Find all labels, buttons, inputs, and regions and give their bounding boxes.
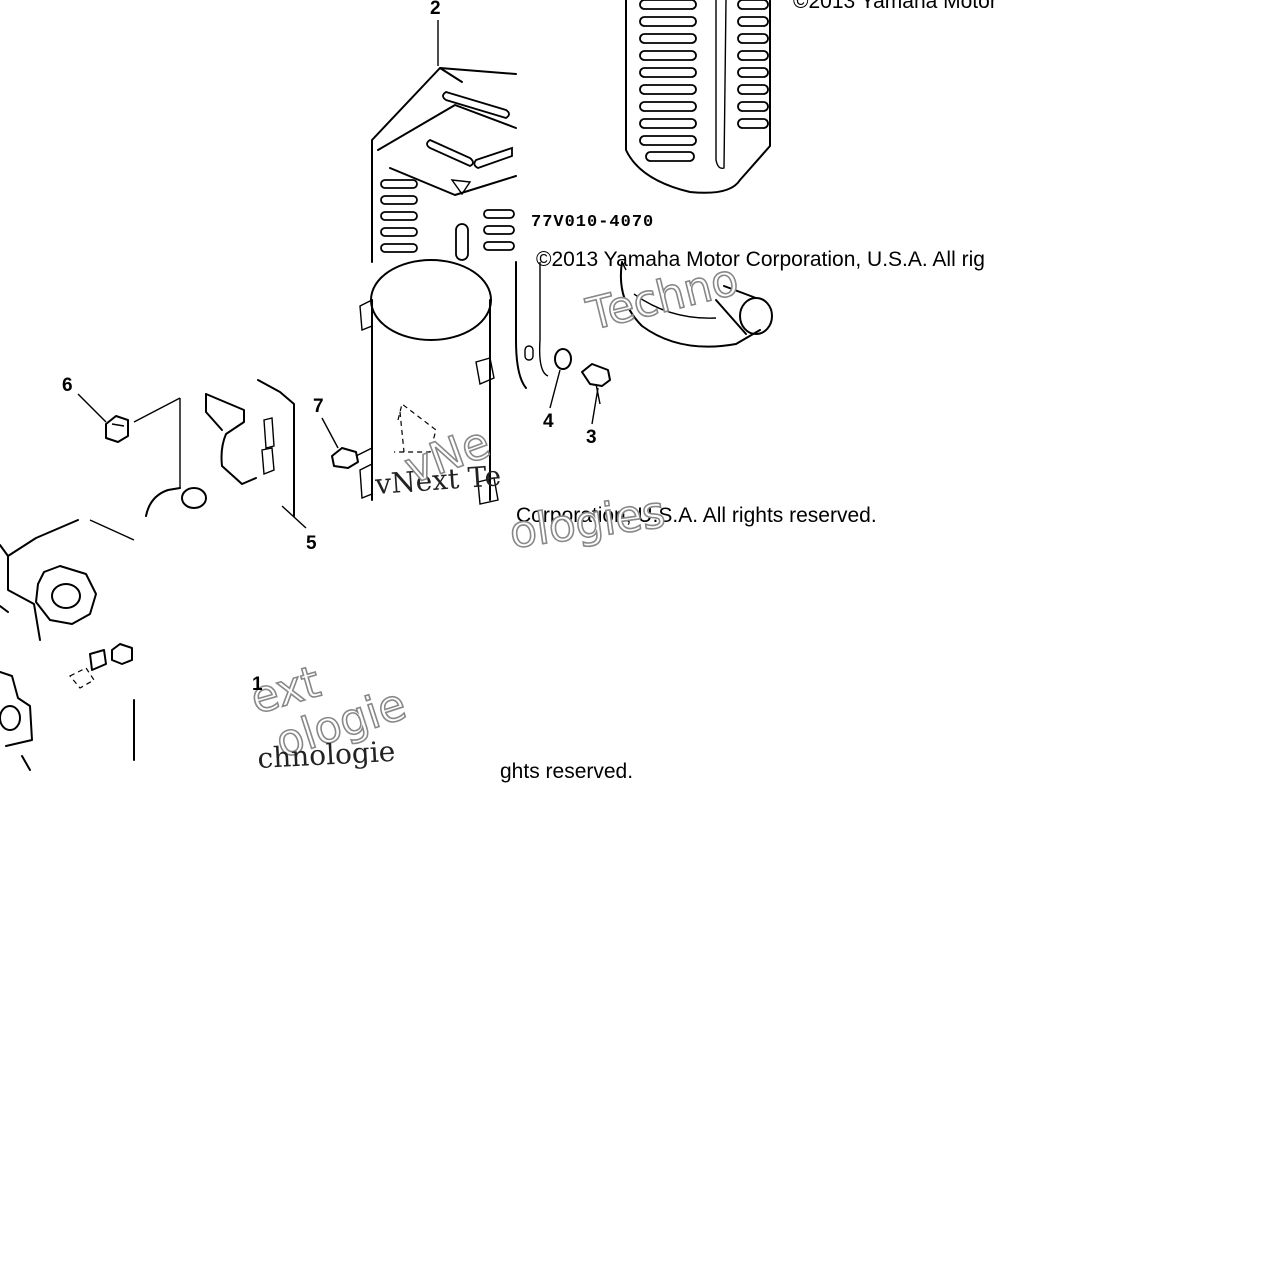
watermark-chnologie: chnologie [257, 735, 396, 775]
callout-leaders [77, 369, 599, 529]
part-code: 77V010-4070 [531, 213, 654, 232]
callout-4: 4 [543, 411, 554, 432]
watermark-ologies: ologies [506, 487, 668, 559]
copyright-line-4: ghts reserved. [500, 760, 633, 783]
callout-1: 1 [252, 674, 263, 695]
muffler-part-drawing [105, 259, 773, 517]
copyright-line-2: ©2013 Yamaha Motor Corporation, U.S.A. A… [536, 248, 985, 271]
callout-2: 2 [430, 0, 441, 19]
callout-5: 5 [306, 533, 317, 554]
callout-6: 6 [62, 375, 73, 396]
engine-block-drawing [0, 519, 135, 771]
grille-part-drawing [625, 0, 771, 194]
copyright-line-1: ©2013 Yamaha Motor [793, 0, 997, 13]
callout-7: 7 [313, 396, 324, 417]
callout-3: 3 [586, 427, 597, 448]
copyright-line-3: Corporation, U.S.A. All rights reserved. [516, 504, 877, 527]
cover-part-drawing [371, 20, 517, 263]
